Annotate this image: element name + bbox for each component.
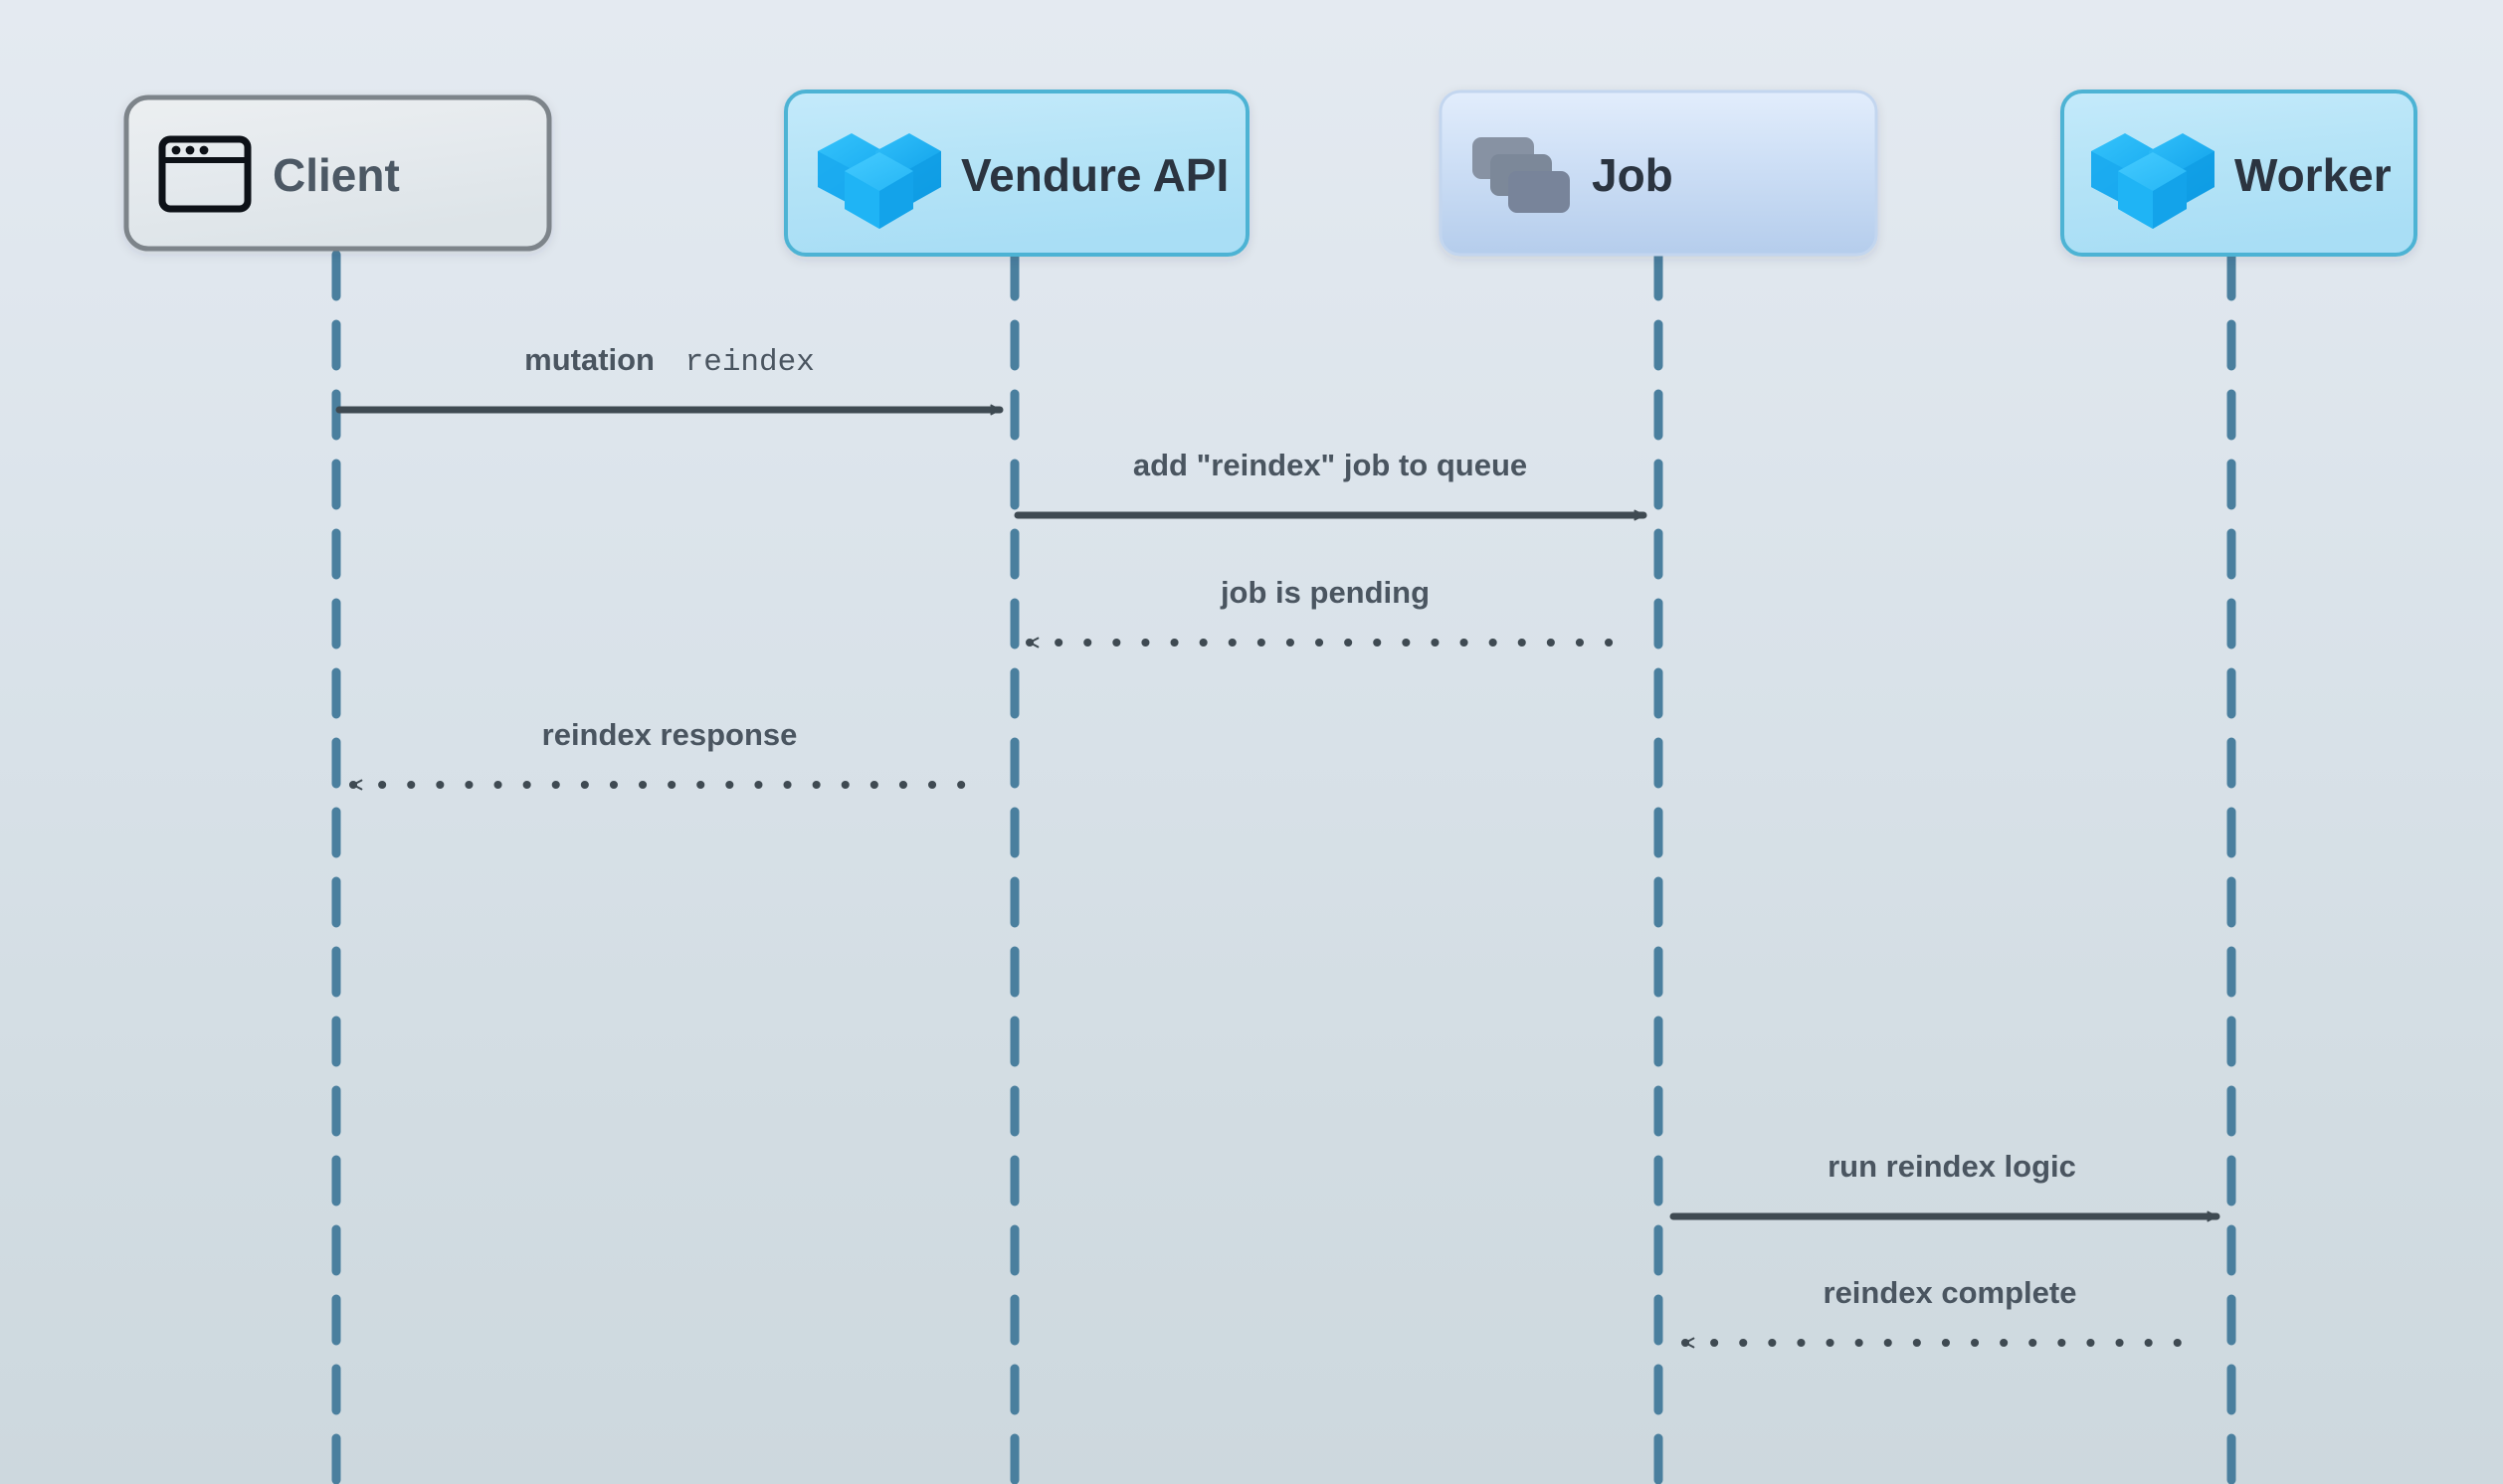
message-run-reindex-logic[interactable]: run reindex logic [1669, 1149, 2220, 1222]
browser-window-icon [158, 135, 252, 213]
message-add-reindex-job-to-queue[interactable]: add "reindex" job to queue [1014, 448, 1647, 521]
participant-worker-label: Worker [2234, 149, 2392, 201]
participant-job-box[interactable] [1439, 90, 1878, 257]
message-label-code-part: reindex [685, 345, 815, 380]
participant-vendure-api-label: Vendure API [961, 149, 1229, 201]
participant-client-label: Client [273, 149, 400, 201]
vendure-cubes-logo [2091, 133, 2214, 229]
message-reindex-complete[interactable]: reindex complete [1681, 1275, 2199, 1349]
message-label: reindex response [542, 717, 798, 752]
message-label: add "reindex" job to queue [1133, 448, 1527, 482]
lifelines [331, 250, 2236, 1484]
message-job-is-pending[interactable]: job is pending [1026, 575, 1616, 649]
message-label: job is pending [1220, 575, 1430, 610]
participant-worker[interactable]: Worker [2060, 90, 2417, 257]
vendure-cubes-logo [818, 133, 941, 229]
message-label: run reindex logic [1828, 1149, 2076, 1184]
message-label: reindex complete [1824, 1275, 2077, 1310]
message-label: mutation reindex [524, 342, 815, 380]
participant-job[interactable]: Job [1439, 90, 1878, 257]
message-mutation-reindex[interactable]: mutation reindex [335, 342, 1004, 416]
participant-client[interactable]: Client [123, 94, 552, 252]
participant-vendure-api[interactable]: Vendure API [784, 90, 1250, 257]
participant-job-label: Job [1592, 149, 1673, 201]
stacked-cards-icon [1472, 137, 1570, 213]
message-reindex-response[interactable]: reindex response [349, 717, 991, 791]
message-label-part: mutation [524, 342, 655, 377]
